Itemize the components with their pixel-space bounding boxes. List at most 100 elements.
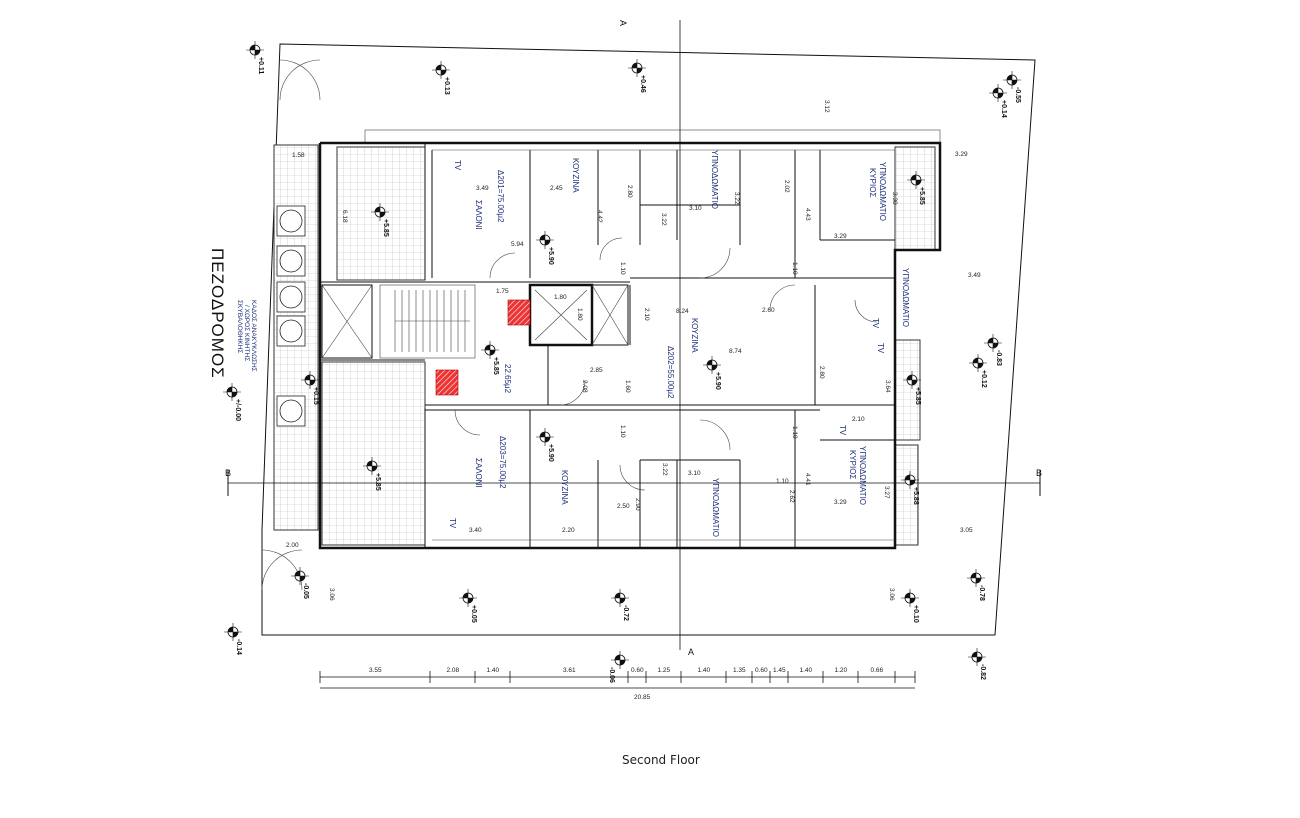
tv-label: TV (453, 160, 462, 171)
level-value: +5.90 (547, 444, 554, 462)
level-marker: +5.85 (907, 171, 925, 205)
level-marker: +0.12 (969, 354, 987, 388)
dimension-segment: 0.60 (631, 667, 644, 674)
dimension-label: 2.02 (783, 180, 790, 193)
dimension-label: 6.18 (341, 210, 348, 223)
level-value: +5.90 (714, 372, 721, 390)
dimension-label: 1.10 (776, 478, 789, 485)
dimension-segment: 1.40 (487, 667, 500, 674)
dimension-label: 3.29 (834, 499, 847, 506)
level-value: +0.15 (312, 387, 319, 405)
dimension-label: 1.80 (576, 308, 583, 321)
level-marker: +5.90 (536, 231, 554, 265)
level-marker: -0.55 (1003, 71, 1021, 103)
level-marker: +0.15 (301, 371, 319, 405)
bin-note-line-2: / ΧΩΡΟΣ ΚΙΝΗΤΗΣ (243, 305, 250, 361)
gate-swing (279, 59, 321, 101)
level-value: +5.85 (914, 387, 921, 405)
dimension-label: 3.29 (834, 233, 847, 240)
level-value: +5.85 (918, 187, 925, 205)
dimension-label: 4.42 (596, 210, 603, 223)
level-value: +5.85 (492, 357, 499, 375)
dimension-label: 2.10 (852, 416, 865, 423)
staircase (379, 284, 476, 359)
room-label: ΥΠΝΟΔΩΜΑΤΙΟ (901, 268, 910, 327)
level-marker: +5.85 (481, 341, 499, 375)
dimension-segment: 1.45 (773, 667, 786, 674)
fire-hose-cabinet (507, 299, 531, 326)
level-marker: +5.85 (371, 203, 389, 237)
dimension-label: 1.58 (292, 152, 305, 159)
room-label: ΚΟΥΖΙΝΑ (571, 158, 580, 193)
level-value: -0.72 (622, 605, 629, 621)
dimension-label: 2.60 (762, 307, 775, 314)
level-value: +5.90 (547, 247, 554, 265)
level-value: -0.83 (995, 350, 1002, 366)
dimension-label: 2.45 (550, 185, 563, 192)
dimension-segment: 1.35 (733, 667, 746, 674)
dimension-label: 4.41 (804, 473, 811, 486)
dimension-label: 3.10 (689, 205, 702, 212)
level-value: +0.11 (257, 57, 264, 74)
room-label: ΚΟΥΖΙΝΑ (690, 318, 699, 353)
level-marker: +0.05 (459, 589, 477, 623)
dimension-label: 2.50 (617, 503, 630, 510)
room-label: ΥΠΝΟΔΩΜΑΤΙΟ (710, 150, 719, 209)
dimension-segment: 1.20 (835, 667, 848, 674)
level-value: -0.06 (608, 667, 615, 683)
street-label: ΠΕΖΟΔΡΟΜΟΣ (208, 248, 227, 379)
dimension-label: 2.85 (590, 367, 603, 374)
dimension-segment: 0.60 (755, 667, 768, 674)
level-marker: -0.72 (611, 589, 629, 621)
level-marker: +5.90 (703, 356, 721, 390)
axis-label-a-bottom: A (688, 647, 694, 657)
tv-label: TV (871, 318, 880, 329)
level-value: +5.88 (912, 487, 919, 505)
level-marker: +0.46 (628, 59, 646, 93)
level-value: -0.82 (979, 664, 986, 680)
level-value: -0.05 (302, 583, 309, 599)
dimension-label: 3.64 (884, 380, 891, 393)
doors (454, 237, 878, 491)
dimension-label: 2.00 (286, 542, 299, 549)
axis-label-b-right: B (1036, 468, 1042, 478)
dimension-segment: 0.66 (871, 667, 884, 674)
dimension-label: 2.20 (562, 527, 575, 534)
elevator-cross (534, 289, 588, 341)
room-label: ΥΠΝΟΔΩΜΑΤΙΟ (858, 446, 867, 505)
dimension-label: 1.10 (619, 262, 626, 275)
tv-label: TV (448, 518, 457, 529)
level-marker: -0.82 (968, 648, 986, 680)
level-marker: -0.06 (608, 651, 629, 683)
level-value: -0.78 (978, 585, 985, 601)
dimension-label: 3.06 (888, 588, 895, 601)
dimension-label: 8.74 (729, 348, 742, 355)
dimension-segment: 2.08 (447, 667, 460, 674)
room-label: ΥΠΝΟΔΩΜΑΤΙΟ (711, 478, 720, 537)
level-value: +0.13 (443, 77, 450, 95)
level-value: +5.85 (374, 473, 381, 491)
level-marker: -0.83 (984, 334, 1002, 366)
balcony-top-right (894, 146, 936, 251)
level-value: +0.46 (639, 75, 646, 93)
dimension-label: 2.62 (788, 490, 795, 503)
dimension-segment: 1.40 (800, 667, 813, 674)
dimension-label: 1.80 (554, 294, 567, 301)
dimension-label: 2.80 (626, 185, 633, 198)
dimension-label: 5.94 (511, 241, 524, 248)
dimension-label: 1.60 (624, 380, 631, 393)
level-marker: -0.14 (224, 623, 242, 655)
dimension-label: 3.27 (883, 486, 890, 499)
level-marker: +5.85 (363, 457, 381, 491)
level-value: -0.14 (235, 639, 242, 655)
dimension-label: 3.05 (960, 527, 973, 534)
room-label: Δ203=75.00μ2 (498, 436, 507, 489)
dimension-label: 3.40 (469, 527, 482, 534)
tv-label: TV (876, 343, 885, 354)
room-label: ΣΑΛΟΝΙ (474, 458, 483, 488)
balcony-bottom-left (321, 361, 426, 546)
